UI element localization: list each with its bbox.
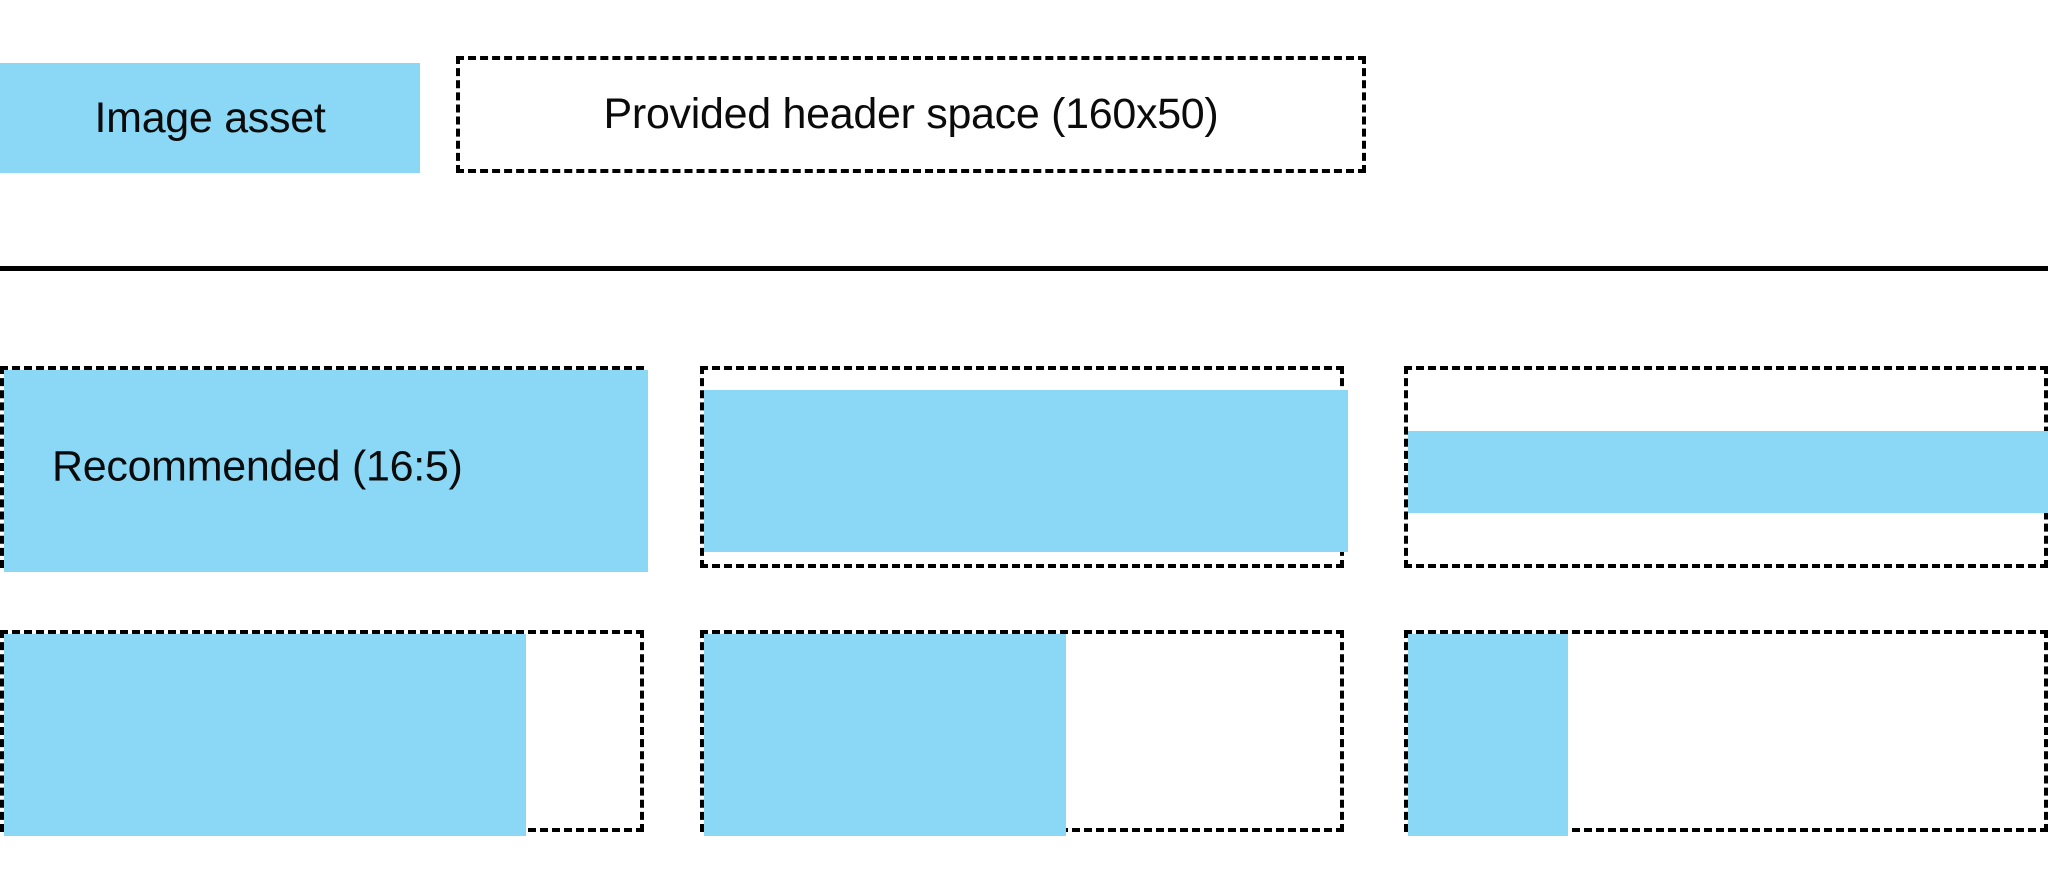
specimen-fill-r1-c1 [4, 370, 648, 572]
specimen-box-r1-c3 [1404, 366, 2048, 568]
specimen-box-r1-c1: Recommended (16:5) [0, 366, 648, 572]
legend-image-asset-swatch: Image asset [0, 63, 420, 173]
section-divider [0, 266, 2048, 271]
specimen-fill-r2-c2 [704, 634, 1066, 836]
specimen-box-r2-c2 [700, 630, 1344, 836]
specimen-fill-r1-c2 [704, 390, 1348, 552]
specimen-fill-r2-c3 [1408, 634, 1568, 836]
specimen-fill-r2-c1 [4, 634, 526, 836]
specimen-caption-r1-c1: Recommended (16:5) [52, 442, 463, 491]
specimen-box-r2-c1 [0, 630, 644, 836]
specimen-fill-r1-c3 [1408, 431, 2048, 513]
legend-image-asset-label: Image asset [94, 93, 326, 142]
specimen-box-r2-c3 [1404, 630, 2048, 836]
specimen-box-r1-c2 [700, 366, 1348, 568]
provided-header-space-label: Provided header space (160x50) [603, 90, 1219, 138]
provided-header-space-box: Provided header space (160x50) [456, 56, 1366, 173]
